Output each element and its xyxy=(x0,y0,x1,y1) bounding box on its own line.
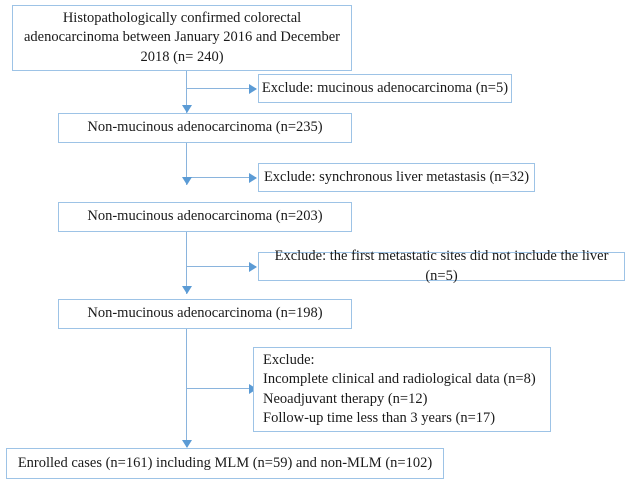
arrow-down-enrolled xyxy=(182,440,192,448)
box-enrolled-cases: Enrolled cases (n=161) including MLM (n=… xyxy=(6,448,444,479)
box-exclude-first-mets-text: Exclude: the first metastatic sites did … xyxy=(274,248,609,284)
box-exclude-multi-text: Exclude: Incomplete clinical and radiolo… xyxy=(263,352,536,426)
box-cohort-203-text: Non-mucinous adenocarcinoma (n=203) xyxy=(87,208,323,225)
box-cohort-source-text: Histopathologically confirmed colorectal… xyxy=(23,10,341,65)
arrow-down-cohort-198 xyxy=(182,286,192,294)
box-cohort-235-text: Non-mucinous adenocarcinoma (n=235) xyxy=(87,119,323,136)
connector-2-vertical xyxy=(186,143,187,185)
box-cohort-235: Non-mucinous adenocarcinoma (n=235) xyxy=(58,113,352,143)
arrow-down-cohort-203 xyxy=(182,177,192,185)
box-exclude-mucinous-text: Exclude: mucinous adenocarcinoma (n=5) xyxy=(261,79,509,96)
box-exclude-mucinous: Exclude: mucinous adenocarcinoma (n=5) xyxy=(258,74,512,103)
connector-3-vertical xyxy=(186,232,187,294)
box-cohort-198: Non-mucinous adenocarcinoma (n=198) xyxy=(58,299,352,329)
box-cohort-203: Non-mucinous adenocarcinoma (n=203) xyxy=(58,202,352,232)
connector-1-branch xyxy=(186,88,256,89)
box-exclude-multi: Exclude: Incomplete clinical and radiolo… xyxy=(253,347,551,432)
arrow-down-cohort-235 xyxy=(182,105,192,113)
arrow-right-exclude-2 xyxy=(249,173,257,183)
box-cohort-198-text: Non-mucinous adenocarcinoma (n=198) xyxy=(87,305,323,322)
arrow-right-exclude-1 xyxy=(249,84,257,94)
box-cohort-source: Histopathologically confirmed colorectal… xyxy=(12,5,352,71)
connector-3-branch xyxy=(186,266,256,267)
box-exclude-synchronous: Exclude: synchronous liver metastasis (n… xyxy=(258,163,535,192)
connector-4-branch xyxy=(186,388,256,389)
connector-1-vertical xyxy=(186,71,187,113)
arrow-right-exclude-3 xyxy=(249,262,257,272)
box-enrolled-cases-text: Enrolled cases (n=161) including MLM (n=… xyxy=(17,454,433,471)
connector-2-branch xyxy=(186,177,256,178)
box-exclude-synchronous-text: Exclude: synchronous liver metastasis (n… xyxy=(263,168,530,185)
box-exclude-first-mets: Exclude: the first metastatic sites did … xyxy=(258,248,625,284)
